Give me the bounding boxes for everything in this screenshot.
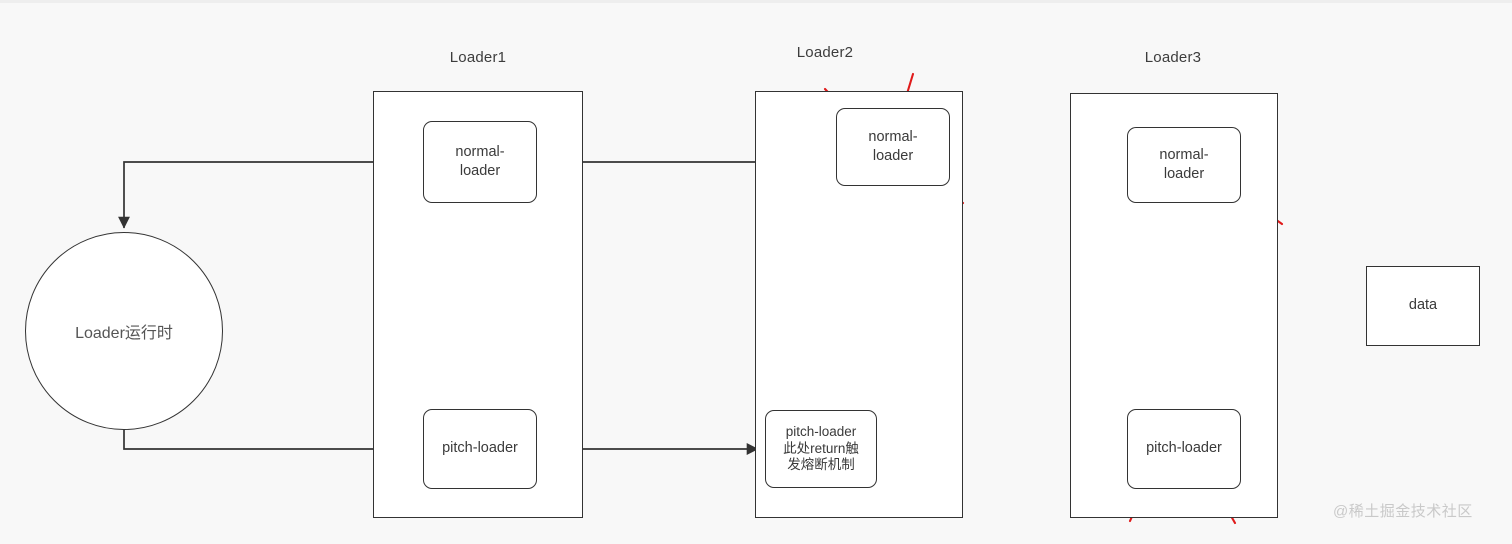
node-loader2-normal-loader[interactable]: normal- loader	[836, 108, 950, 186]
node-loader1-pitch-loader[interactable]: pitch-loader	[423, 409, 537, 489]
node-loader2-pitch-loader[interactable]: pitch-loader 此处return触 发熔断机制	[765, 410, 877, 488]
top-edge-shade	[0, 0, 1512, 3]
node-loader1-normal-loader[interactable]: normal- loader	[423, 121, 537, 203]
node-loader3-pitch-loader[interactable]: pitch-loader	[1127, 409, 1241, 489]
group-title-loader2: Loader2	[796, 44, 854, 61]
watermark: @稀土掘金技术社区	[1333, 503, 1473, 520]
group-title-loader1: Loader1	[449, 49, 507, 66]
group-title-loader3: Loader3	[1144, 49, 1202, 66]
node-loader3-normal-loader[interactable]: normal- loader	[1127, 127, 1241, 203]
node-data[interactable]: data	[1366, 266, 1480, 346]
node-loader-runtime[interactable]: Loader运行时	[25, 232, 223, 430]
